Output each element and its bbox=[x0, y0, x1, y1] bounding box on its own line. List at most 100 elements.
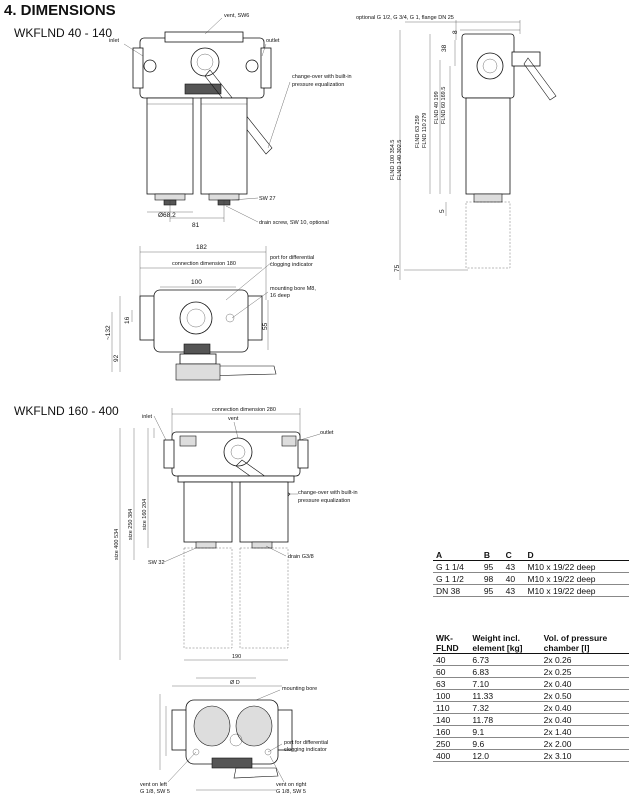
table-cell: 160 bbox=[433, 725, 470, 738]
dim-55: 55 bbox=[262, 322, 269, 330]
dim-92: 92 bbox=[113, 354, 120, 362]
label-port-diff2-1: port for differential bbox=[284, 740, 328, 746]
weight-volume-table: WK-FLND Weight incl.element [kg] Vol. of… bbox=[433, 633, 629, 762]
label-changeover2-1: change-over with built-in bbox=[298, 490, 358, 496]
table-cell: 95 bbox=[480, 560, 503, 573]
label-sw27: SW 27 bbox=[259, 196, 276, 202]
dim-5: 5 bbox=[439, 209, 446, 213]
label-conn-dim-180: connection dimension 180 bbox=[172, 261, 236, 267]
label-inlet2: inlet bbox=[142, 414, 153, 420]
model-title-small: WKFLND 40 - 140 bbox=[14, 26, 113, 40]
table-cell: 43 bbox=[502, 584, 525, 597]
dim-flnd63-2: FLND 110 279 bbox=[422, 113, 428, 148]
label-port-diff-1: port for differential bbox=[270, 255, 314, 261]
label-outlet2: outlet bbox=[320, 430, 334, 436]
label-vent-right-2: G 1/8, SW 5 bbox=[276, 789, 306, 795]
side-view-small: optional G 1/2, G 3/4, G 1, flange DN 25… bbox=[356, 15, 557, 280]
table-cell: 12.0 bbox=[469, 749, 541, 762]
page-title: 4. DIMENSIONS bbox=[4, 2, 116, 19]
label-changeover-1: change-over with built-in bbox=[292, 74, 352, 80]
top-view-small: 182 connection dimension 180 100 port fo… bbox=[105, 244, 316, 381]
label-vent-right-1: vent on right bbox=[276, 782, 307, 788]
dim-16: 16 bbox=[124, 316, 131, 324]
table-cell: 9.6 bbox=[469, 737, 541, 750]
table-b-header-weight: Weight incl.element [kg] bbox=[469, 633, 541, 654]
table-cell: 40 bbox=[502, 572, 525, 585]
label-optional-connection: optional G 1/2, G 3/4, G 1, flange DN 25 bbox=[356, 15, 454, 21]
label-vent-sw6: vent, SW6 bbox=[224, 13, 249, 19]
dim-flnd40-2: FLND 60 169.5 bbox=[441, 87, 447, 124]
label-drain-g38: drain G3/8 bbox=[288, 554, 314, 560]
table-cell: 2x 0.40 bbox=[540, 713, 629, 726]
table-row: DN 38 95 43 M10 x 19/22 deep bbox=[433, 584, 629, 597]
table-cell: 11.33 bbox=[469, 689, 541, 702]
dim-size250-1: size 250 384 bbox=[128, 509, 134, 540]
label-vent-left-2: G 1/8, SW 5 bbox=[140, 789, 170, 795]
header-line: element [kg] bbox=[472, 643, 523, 653]
header-line: chamber [l] bbox=[543, 643, 590, 653]
table-a-header-a: A bbox=[433, 549, 481, 561]
header-line: Vol. of pressure bbox=[543, 633, 608, 643]
label-changeover-2: pressure equalization bbox=[292, 82, 344, 88]
table-a-header-d: D bbox=[524, 549, 629, 561]
front-view-large: connection dimension 280 inlet vent outl… bbox=[114, 407, 358, 661]
table-cell: M10 x 19/22 deep bbox=[524, 572, 629, 585]
table-cell: 250 bbox=[433, 737, 470, 750]
table-row: G 1 1/2 98 40 M10 x 19/22 deep bbox=[433, 572, 629, 585]
top-view-large: Ø D mounting bore port for differential … bbox=[140, 677, 328, 795]
table-cell: 9.1 bbox=[469, 725, 541, 738]
table-cell: G 1 1/2 bbox=[433, 572, 481, 585]
table-cell: 6.83 bbox=[469, 665, 541, 678]
label-changeover2-2: pressure equalization bbox=[298, 498, 350, 504]
dim-flnd100-1: FLND 100 354.5 bbox=[390, 140, 396, 180]
table-cell: 43 bbox=[502, 560, 525, 573]
dim-81: 81 bbox=[192, 222, 200, 229]
table-b-header-type: WK-FLND bbox=[433, 633, 470, 654]
dim-38: 38 bbox=[441, 44, 448, 52]
dim-flnd63-1: FLND 63 259 bbox=[415, 115, 421, 148]
dim-190: 190 bbox=[232, 654, 241, 660]
label-port-diff2-2: clogging indicator bbox=[284, 747, 327, 753]
label-mount-bore2-1: Ø D bbox=[230, 680, 240, 686]
table-cell: 2x 0.40 bbox=[540, 677, 629, 690]
header-line: WK- bbox=[436, 633, 453, 643]
table-cell: 2x 2.00 bbox=[540, 737, 629, 750]
dim-132: ~132 bbox=[105, 325, 112, 340]
table-cell: 100 bbox=[433, 689, 470, 702]
table-cell: 7.10 bbox=[469, 677, 541, 690]
label-mount-bore2-2: mounting bore bbox=[282, 686, 317, 692]
label-mounting-bore-2: 16 deep bbox=[270, 293, 290, 299]
table-cell: 98 bbox=[480, 572, 503, 585]
header-line: Weight incl. bbox=[472, 633, 520, 643]
dim-8: 8 bbox=[452, 30, 459, 34]
table-cell: 2x 3.10 bbox=[540, 749, 629, 762]
table-cell: DN 38 bbox=[433, 584, 481, 597]
dim-182: 182 bbox=[196, 244, 207, 251]
table-cell: M10 x 19/22 deep bbox=[524, 560, 629, 573]
table-cell: 2x 0.40 bbox=[540, 701, 629, 714]
table-cell: 400 bbox=[433, 749, 470, 762]
dim-75: 75 bbox=[394, 264, 401, 272]
table-cell: 140 bbox=[433, 713, 470, 726]
label-vent2: vent bbox=[228, 416, 239, 422]
table-cell: 7.32 bbox=[469, 701, 541, 714]
table-cell: 95 bbox=[480, 584, 503, 597]
label-mounting-bore-1: mounting bore M8, bbox=[270, 286, 316, 292]
table-cell: 2x 0.50 bbox=[540, 689, 629, 702]
dim-flnd40-1: FLND 40 199 bbox=[434, 91, 440, 124]
dim-size400: size 400 534 bbox=[114, 529, 120, 560]
label-inlet: inlet bbox=[109, 38, 120, 44]
connection-table: A B C D G 1 1/4 95 43 M10 x 19/22 deep G… bbox=[433, 549, 629, 597]
table-cell: 2x 0.26 bbox=[540, 653, 629, 666]
table-a-header-b: B bbox=[480, 549, 503, 561]
table-cell: 2x 0.25 bbox=[540, 665, 629, 678]
